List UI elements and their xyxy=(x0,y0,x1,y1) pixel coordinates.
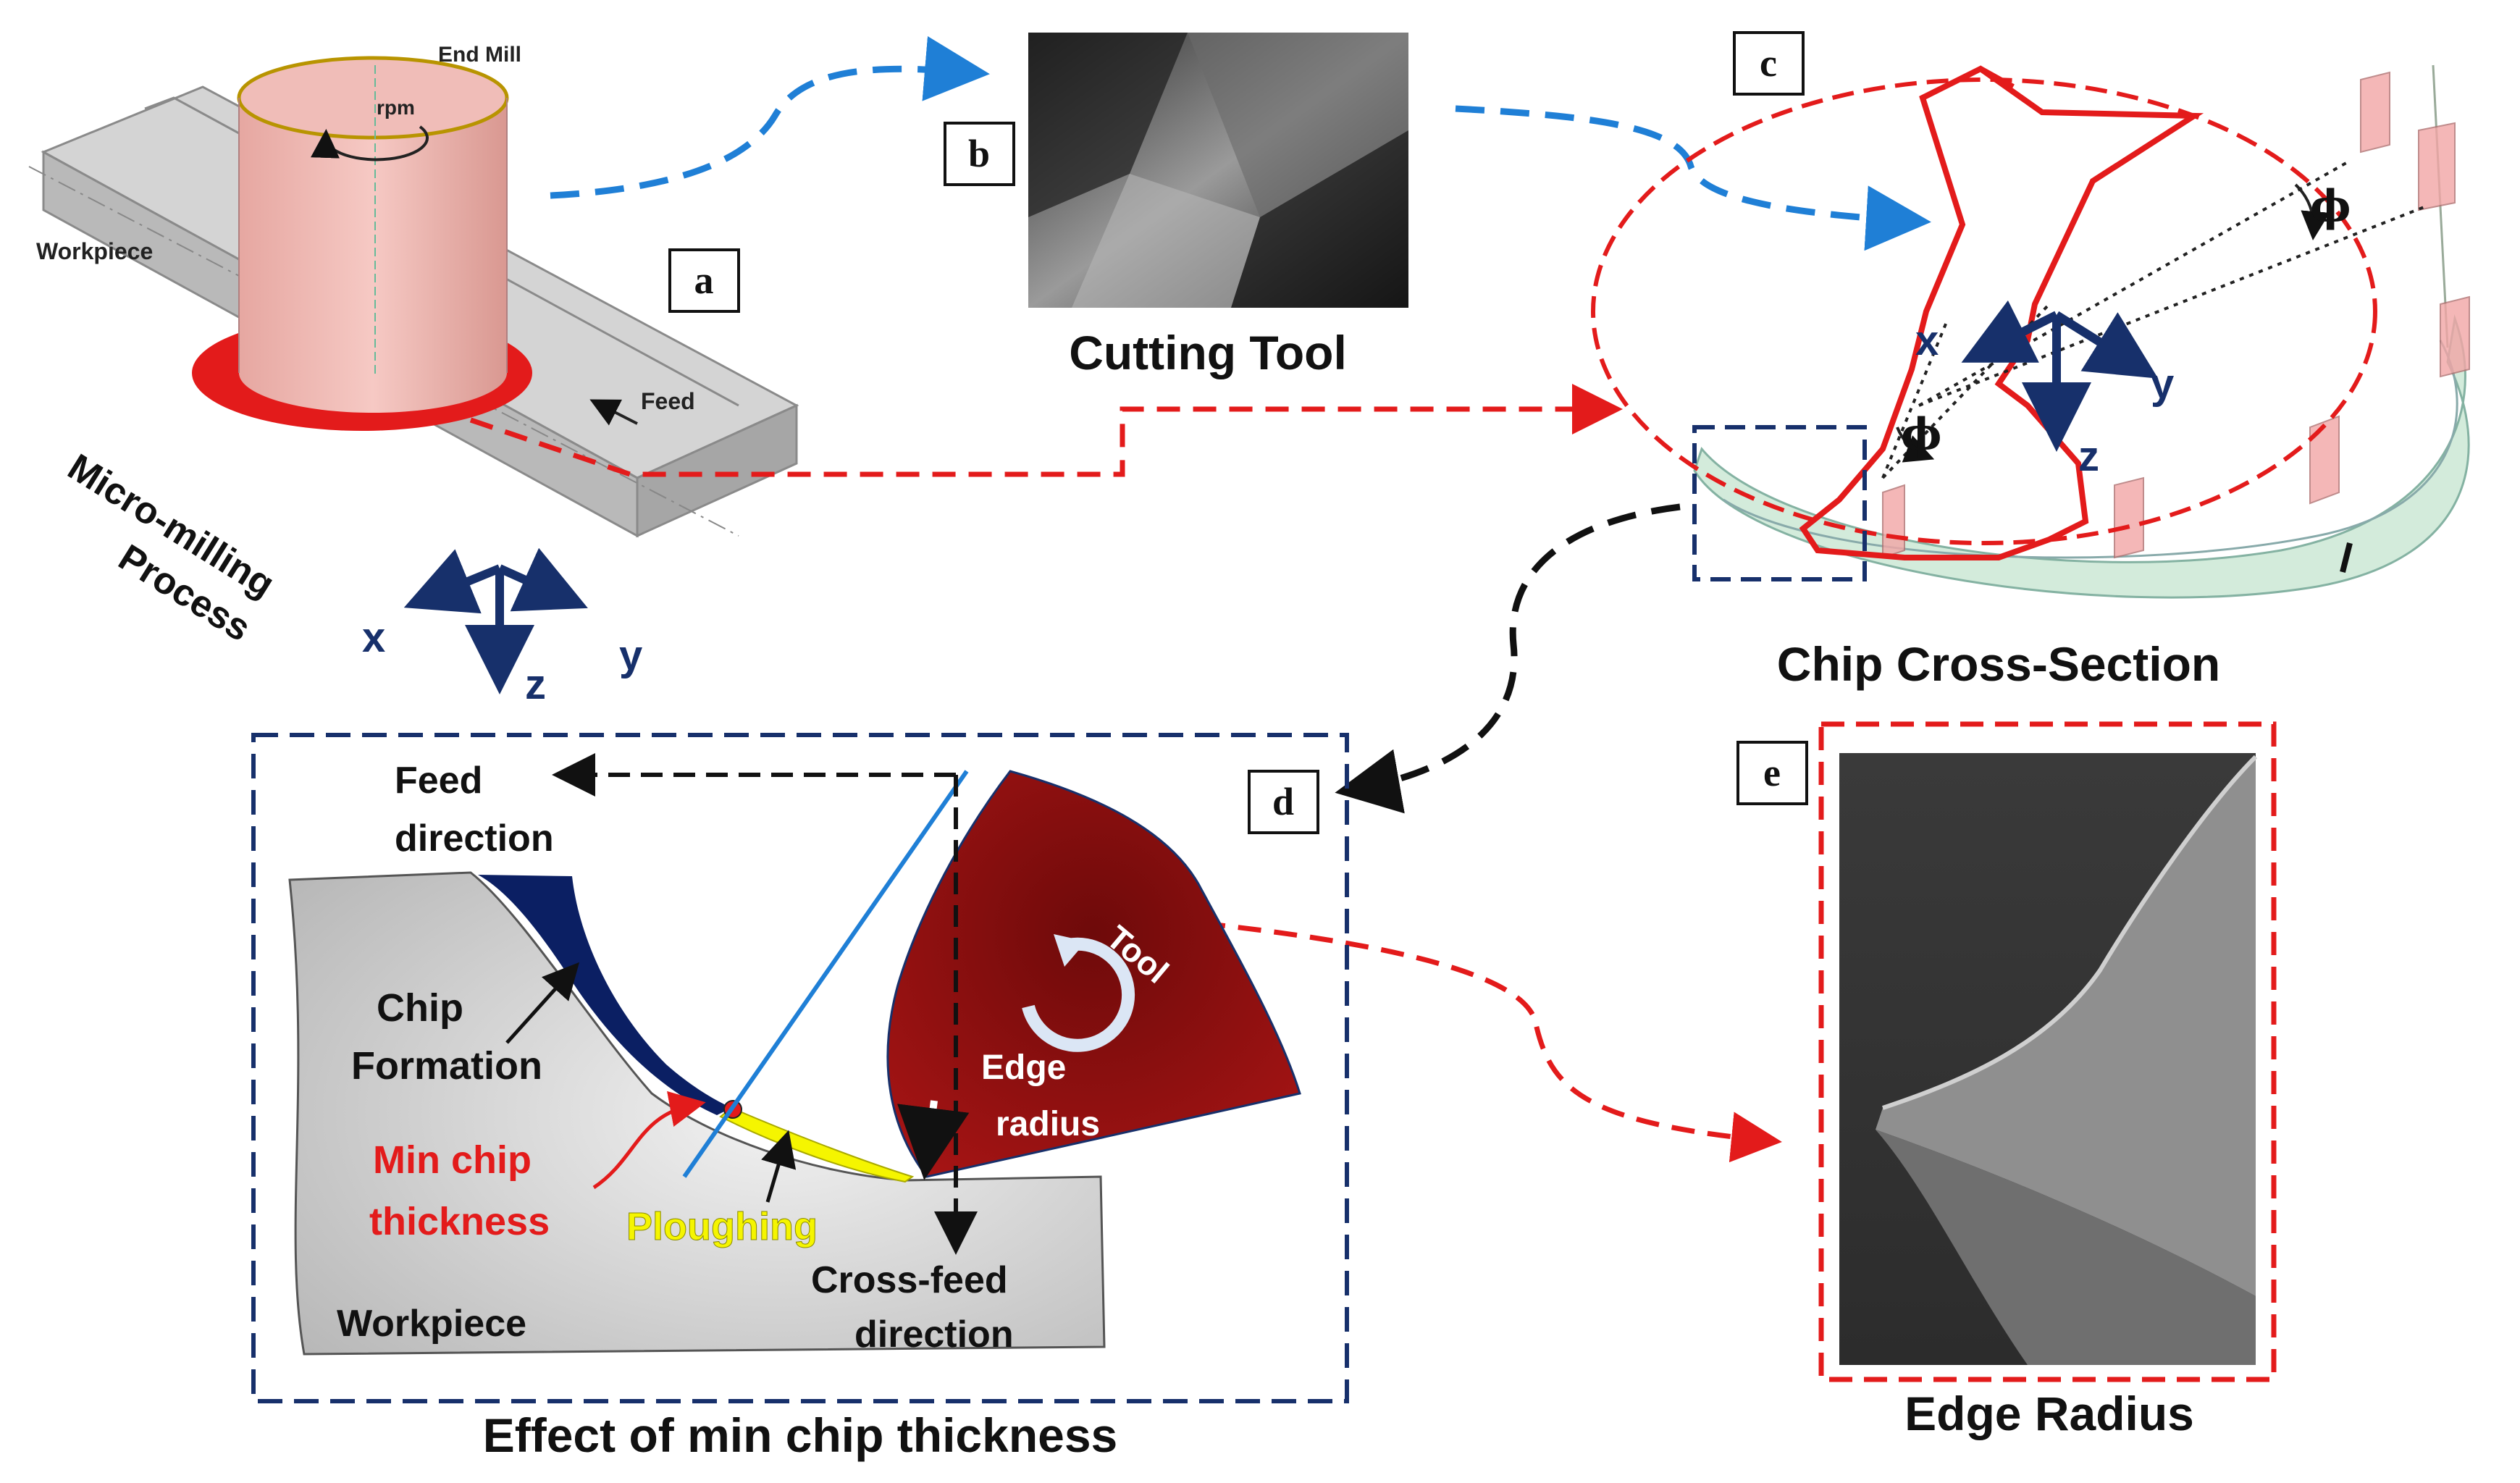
min-chip-line2: thickness xyxy=(369,1200,550,1243)
feed-direction-line2: direction xyxy=(395,818,554,860)
cutting-tool-caption: Cutting Tool xyxy=(1069,326,1347,379)
axes-a xyxy=(403,547,588,694)
label-c: c xyxy=(1760,41,1777,85)
chip-slices xyxy=(1882,71,2470,559)
phi-symbol-top: ϕ xyxy=(2310,181,2351,232)
tool-shape xyxy=(886,770,1301,1178)
end-mill-label: End Mill xyxy=(438,43,521,67)
connector-b-to-c xyxy=(1455,105,1931,251)
axis-y-a: y xyxy=(619,632,642,679)
connector-a-to-b xyxy=(550,35,990,199)
phi-symbol-bottom: ϕ xyxy=(1901,409,1941,460)
min-chip-caption: Effect of min chip thickness xyxy=(483,1408,1118,1462)
label-d: d xyxy=(1272,780,1294,823)
chip-formation-line2: Formation xyxy=(351,1044,542,1088)
edge-radius-label-line2: radius xyxy=(996,1105,1100,1143)
panel-c: ϕ ϕ x y z c Chip Cross-Section xyxy=(1591,31,2470,691)
rpm-label: rpm xyxy=(377,96,415,119)
workpiece-label-d: Workpiece xyxy=(337,1303,526,1345)
panel-d-frame xyxy=(251,733,1349,1403)
end-mill-body xyxy=(239,98,507,373)
panel-a: rpm End Mill Workpiece Feed a Micro-mill… xyxy=(28,43,799,708)
edge-radius-caption: Edge Radius xyxy=(1904,1387,2194,1440)
axis-x-a: x xyxy=(362,614,385,661)
panel-e: e Edge Radius xyxy=(1736,721,2277,1440)
cross-feed-line1: Cross-feed xyxy=(811,1259,1008,1301)
workpiece-slot xyxy=(144,96,739,407)
axes-c xyxy=(1961,300,2159,452)
tool-rotation-icon xyxy=(1022,937,1135,1052)
panel-d: Tool Edge radius Feed direction Chip For… xyxy=(251,733,1349,1462)
connector-d-to-e xyxy=(1201,920,1782,1163)
workpiece-side xyxy=(636,403,798,538)
panel-e-frame xyxy=(1818,721,2277,1382)
shear-plane-line xyxy=(682,770,969,1178)
chip-profile xyxy=(1799,65,2204,560)
label-box-b xyxy=(944,122,1015,186)
angle-lines xyxy=(1881,161,2427,479)
chip-formation-line1: Chip xyxy=(377,986,463,1030)
feed-direction-line1: Feed xyxy=(395,760,482,802)
panel-b: b Cutting Tool xyxy=(944,33,1408,379)
axis-z-a: z xyxy=(525,661,546,708)
cross-feed-line2: direction xyxy=(854,1314,1014,1356)
label-e: e xyxy=(1763,751,1781,794)
ploughing-label: Ploughing xyxy=(626,1205,818,1248)
chip-ellipse xyxy=(1591,77,2377,545)
label-box-d xyxy=(1248,770,1319,834)
label-a: a xyxy=(694,259,714,302)
edge-radius-label-line1: Edge xyxy=(981,1049,1066,1087)
end-mill-bottom xyxy=(239,333,507,413)
chip-cross-section-caption: Chip Cross-Section xyxy=(1777,637,2220,691)
axis-z-c: z xyxy=(2078,433,2099,480)
label-box-a xyxy=(668,248,740,313)
feed-arrow-icon xyxy=(589,399,638,426)
chip-formation xyxy=(478,875,731,1115)
feed-label: Feed xyxy=(641,388,695,414)
connector-a-to-c xyxy=(469,384,1623,477)
min-chip-line1: Min chip xyxy=(373,1138,532,1182)
label-box-e xyxy=(1736,741,1808,805)
connector-c-to-d xyxy=(1335,503,1681,814)
workpiece-label-a: Workpiece xyxy=(36,238,153,264)
rotation-arrow-icon xyxy=(311,125,429,161)
chip-zoom-box xyxy=(1692,425,1867,581)
end-mill-top xyxy=(237,56,509,140)
axis-x-c: x xyxy=(1915,317,1939,364)
label-box-c xyxy=(1733,31,1805,96)
axis-y-c: y xyxy=(2151,361,2174,408)
label-b: b xyxy=(968,132,990,175)
